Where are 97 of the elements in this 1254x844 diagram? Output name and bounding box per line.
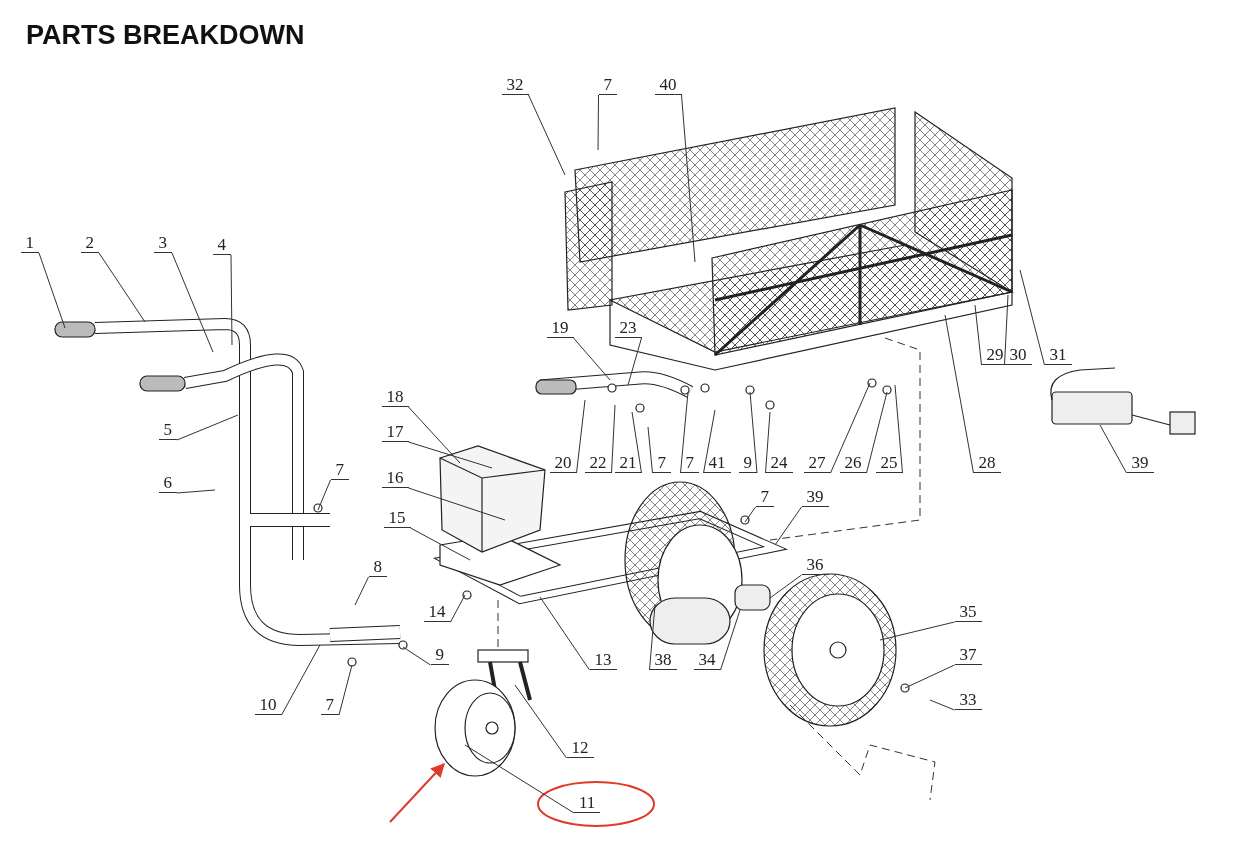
leader-line (974, 304, 982, 366)
leader-line (744, 506, 756, 523)
leader-line (1004, 294, 1009, 366)
callout-number: 19 (546, 318, 574, 338)
callout-number: 36 (801, 555, 829, 575)
leader-line (410, 527, 471, 561)
leader-line (597, 94, 599, 151)
callout-number: 8 (368, 557, 387, 577)
callout-number: 28 (973, 453, 1001, 473)
leader-line (98, 252, 146, 323)
leader-line (464, 744, 575, 814)
callout-number: 13 (589, 650, 617, 670)
leader-line (680, 391, 689, 474)
callout-number: 21 (614, 453, 642, 473)
leader-line (774, 506, 802, 546)
leader-line (769, 574, 802, 599)
leader-line (38, 252, 66, 329)
leader-line (627, 337, 642, 386)
leader-line (230, 254, 233, 346)
callout-number: 1 (20, 233, 39, 253)
leader-line (402, 646, 431, 666)
callout-number: 10 (254, 695, 282, 715)
callout-number: 18 (381, 387, 409, 407)
callout-number: 39 (801, 487, 829, 507)
callout-number: 33 (954, 690, 982, 710)
leader-line (681, 94, 696, 263)
leader-line (765, 411, 771, 474)
leader-line (611, 404, 616, 474)
leader-line (573, 337, 611, 381)
leader-line (894, 384, 903, 474)
leader-line (408, 441, 493, 469)
callout-number: 15 (383, 508, 411, 528)
leader-line (830, 382, 871, 474)
title: PARTS BREAKDOWN (26, 20, 305, 51)
leader-line (354, 576, 369, 606)
callout-number: 5 (158, 420, 177, 440)
callout-number: 16 (381, 468, 409, 488)
leader-line (539, 596, 590, 671)
callout-number: 31 (1044, 345, 1072, 365)
leader-line (171, 252, 214, 353)
callout-number: 14 (423, 602, 451, 622)
callout-number: 2 (80, 233, 99, 253)
leader-line (703, 409, 716, 474)
callout-number: 41 (703, 453, 731, 473)
leader-line (649, 604, 656, 671)
callout-number: 23 (614, 318, 642, 338)
callout-number: 7 (320, 695, 339, 715)
callout-number: 11 (574, 793, 601, 813)
callout-number: 34 (693, 650, 721, 670)
callout-number: 32 (501, 75, 529, 95)
callout-number: 7 (598, 75, 617, 95)
leader-line (176, 489, 216, 494)
callout-number: 37 (954, 645, 982, 665)
callout-number: 4 (212, 235, 231, 255)
leader-line (408, 487, 506, 521)
callout-number: 35 (954, 602, 982, 622)
leader-line (528, 94, 566, 176)
leader-line (720, 609, 741, 671)
callout-number: 22 (584, 453, 612, 473)
callout-number: 17 (381, 422, 409, 442)
leader-line (904, 664, 955, 689)
leader-line (647, 426, 653, 474)
leader-line (450, 594, 466, 623)
leader-line (576, 399, 586, 474)
callout-number: 7 (330, 460, 349, 480)
callout-number: 40 (654, 75, 682, 95)
callout-number: 9 (430, 645, 449, 665)
leader-line (408, 406, 461, 464)
callout-number: 7 (652, 453, 671, 473)
callout-number: 26 (839, 453, 867, 473)
callout-number: 39 (1126, 453, 1154, 473)
leader-line (281, 644, 321, 716)
leader-line (944, 314, 974, 474)
callout-number: 30 (1004, 345, 1032, 365)
leader-line (929, 699, 955, 711)
callout-number: 3 (153, 233, 172, 253)
leader-line (338, 664, 353, 716)
leader-line (317, 479, 331, 511)
leader-line (866, 391, 888, 474)
callout-number: 7 (755, 487, 774, 507)
leader-line (749, 391, 758, 474)
leader-line (176, 414, 239, 441)
callout-number: 27 (803, 453, 831, 473)
callout-number: 7 (680, 453, 699, 473)
callout-number: 12 (566, 738, 594, 758)
callout-number: 24 (765, 453, 793, 473)
callout-number: 25 (875, 453, 903, 473)
callout-number: 20 (549, 453, 577, 473)
leader-line (1019, 269, 1045, 366)
callout-number: 6 (158, 473, 177, 493)
leader-line (1099, 424, 1127, 474)
callout-number: 29 (981, 345, 1009, 365)
callout-number: 9 (738, 453, 757, 473)
leader-line (879, 621, 955, 641)
leader-line (514, 684, 567, 759)
leader-line (631, 411, 642, 474)
callout-number: 38 (649, 650, 677, 670)
